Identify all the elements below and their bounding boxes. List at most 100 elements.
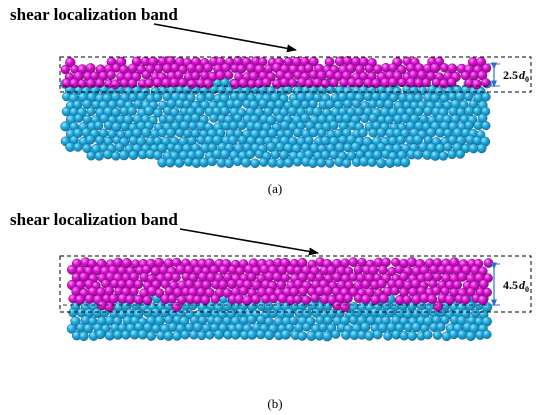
band-sphere [144, 78, 155, 89]
base-sphere [443, 142, 453, 152]
base-sphere [86, 151, 96, 161]
base-sphere [375, 99, 385, 109]
base-sphere [152, 150, 163, 161]
band-sphere [447, 77, 457, 87]
base-sphere [224, 158, 234, 169]
base-sphere [237, 120, 247, 131]
band-sphere [200, 295, 211, 305]
panel-b-disc [66, 257, 494, 342]
base-sphere [302, 322, 312, 332]
base-sphere [279, 150, 290, 161]
base-sphere [85, 134, 96, 145]
base-sphere [88, 316, 98, 326]
band-sphere [483, 258, 494, 268]
band-sphere [466, 287, 476, 297]
panel-a-band-box [59, 56, 532, 93]
base-sphere [232, 156, 243, 167]
base-sphere [463, 92, 474, 102]
base-sphere [413, 93, 423, 103]
base-sphere [465, 331, 476, 341]
band-sphere [167, 294, 177, 304]
base-sphere [205, 330, 215, 340]
band-sphere [430, 62, 441, 74]
band-sphere [444, 294, 455, 305]
band-sphere [469, 70, 479, 81]
panel-a-base-spheres [60, 77, 492, 169]
base-sphere [172, 331, 182, 341]
base-sphere [423, 330, 433, 340]
base-sphere [432, 330, 443, 340]
base-sphere [292, 157, 303, 167]
band-sphere [421, 78, 431, 88]
band-sphere [261, 294, 271, 304]
base-sphere [95, 329, 106, 340]
base-sphere [146, 331, 157, 341]
base-sphere [283, 157, 294, 168]
band-sphere [154, 288, 165, 298]
band-sphere [301, 295, 311, 305]
base-sphere [94, 151, 104, 161]
base-sphere [293, 127, 303, 138]
base-sphere [219, 149, 231, 160]
band-sphere [85, 78, 97, 89]
base-sphere [376, 127, 387, 138]
base-sphere [343, 99, 353, 109]
band-sphere [360, 294, 371, 305]
base-sphere [127, 106, 137, 116]
base-sphere [481, 92, 491, 102]
base-sphere [316, 157, 327, 168]
band-sphere [238, 78, 249, 89]
base-sphere [255, 329, 266, 340]
base-sphere [247, 329, 258, 340]
band-sphere [304, 63, 314, 74]
base-sphere [213, 329, 225, 340]
band-sphere [310, 293, 320, 303]
panel-b: shear localization band 4.5d0 (b) [10, 210, 532, 411]
base-sphere [184, 157, 194, 167]
base-sphere [481, 121, 491, 131]
band-sphere [224, 70, 234, 80]
band-sphere [171, 301, 182, 312]
band-sphere [77, 79, 87, 89]
base-sphere [329, 120, 339, 131]
base-sphere [95, 135, 105, 145]
base-sphere [270, 149, 281, 160]
base-sphere [342, 158, 352, 168]
base-sphere [413, 149, 424, 160]
base-sphere [376, 158, 387, 169]
band-sphere [246, 272, 257, 282]
band-sphere [340, 302, 350, 312]
base-sphere [233, 113, 243, 123]
band-sphere [242, 295, 253, 306]
base-sphere [455, 149, 465, 159]
panel-a: shear localization band 2.5d0 (a) [10, 5, 532, 196]
base-sphere [318, 322, 328, 333]
band-sphere [127, 63, 138, 74]
band-sphere [133, 294, 144, 305]
base-sphere [86, 106, 96, 117]
band-sphere [431, 286, 442, 296]
base-sphere [204, 91, 215, 102]
band-sphere [370, 294, 381, 305]
base-sphere [268, 308, 279, 319]
band-sphere [481, 63, 492, 73]
base-sphere [308, 158, 318, 168]
base-sphere [383, 331, 393, 341]
band-sphere [348, 257, 359, 267]
base-sphere [264, 330, 275, 341]
band-sphere [203, 78, 214, 89]
band-sphere [460, 294, 471, 305]
band-sphere [129, 286, 139, 296]
band-sphere [390, 286, 400, 296]
base-sphere [169, 107, 180, 118]
base-sphere [322, 331, 333, 342]
base-sphere [121, 330, 131, 340]
band-sphere [186, 79, 197, 90]
band-sphere [298, 286, 308, 297]
band-sphere [192, 295, 203, 305]
band-sphere [106, 70, 116, 80]
base-sphere [163, 330, 174, 341]
band-sphere [378, 293, 389, 304]
panel-a-arrow [153, 23, 297, 53]
base-sphere [174, 158, 185, 168]
